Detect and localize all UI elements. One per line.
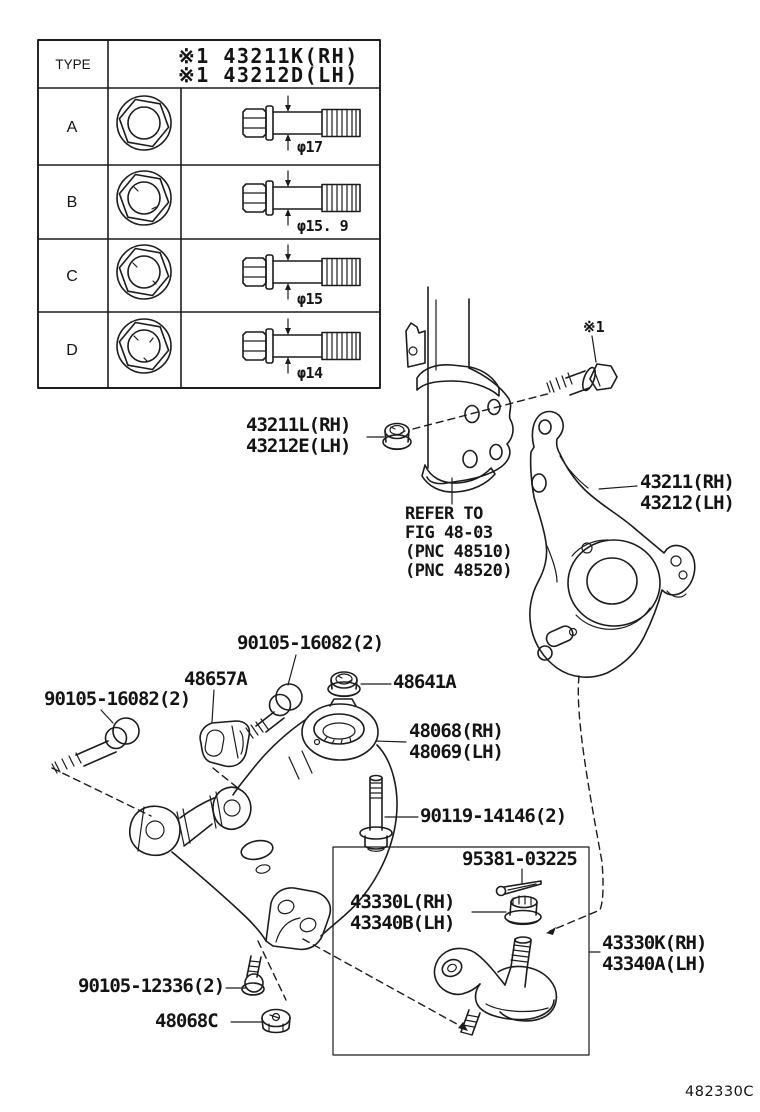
callout-arm-bolt[interactable]: 90119-14146(2)	[420, 805, 567, 827]
ref-text: (PNC 48510)	[405, 542, 513, 562]
callout-knuckle[interactable]: 43211(RH)43212(LH)	[640, 471, 735, 514]
callout-arm-nut-lower[interactable]: 48068C	[155, 1010, 219, 1032]
callout-cotter-pin[interactable]: 95381-03225	[462, 848, 578, 870]
assembly-dashed-lines	[51, 392, 604, 1031]
part-number: 43340B(LH)	[350, 912, 455, 934]
callout-stab-bolt[interactable]: 90105-12336(2)	[78, 975, 225, 997]
bolt-type-table: TYPE ※1 43211K(RH) ※1 43212D(LH) A B C D…	[37, 39, 381, 389]
hex-nut-front-icon	[116, 95, 172, 374]
steering-knuckle-drawing	[529, 410, 696, 678]
part-number: 43330K(RH)	[602, 932, 707, 954]
table-header-part-lh[interactable]: ※1 43212D(LH)	[178, 63, 359, 87]
part-number: 43211(RH)	[640, 471, 735, 493]
ball-joint-drawing	[433, 936, 558, 1036]
ref-text: REFER TO	[405, 504, 483, 524]
lower-arm-bolt-drawing	[51, 717, 140, 774]
drawing-code: 482330C	[685, 1084, 754, 1100]
castle-nut-drawing	[504, 895, 542, 926]
diameter-value-b: φ15. 9	[297, 217, 349, 235]
arm-vertical-bolt-drawing	[359, 774, 393, 852]
arm-flange-nut-drawing	[327, 671, 361, 698]
table-row-type-c: C	[66, 268, 78, 285]
stabilizer-bolt-drawing	[241, 955, 265, 996]
part-number: 43212E(LH)	[246, 435, 351, 457]
knuckle-stud-nut-drawing	[382, 422, 412, 451]
ref-text: (PNC 48520)	[405, 561, 513, 581]
table-row-type-d: D	[66, 342, 78, 359]
table-header-type: TYPE	[55, 57, 90, 72]
part-number: 48069(LH)	[409, 741, 504, 763]
arm-lower-nut-drawing	[261, 1008, 291, 1034]
callout-bolt-lower[interactable]: 90105-16082(2)	[44, 688, 191, 710]
callout-arm-nut[interactable]: 48641A	[393, 671, 457, 693]
part-number: 43340A(LH)	[602, 953, 707, 975]
knuckle-pinch-bolt-drawing	[546, 363, 618, 396]
part-number: 43212(LH)	[640, 492, 735, 514]
upper-arm-bolt-drawing	[245, 683, 303, 739]
part-number: 43211L(RH)	[246, 414, 351, 436]
ref-mark-note: ※1	[583, 318, 605, 336]
part-number: 43330L(RH)	[350, 891, 455, 913]
callout-leader-lines	[100, 335, 638, 1023]
ref-text: FIG 48-03	[405, 523, 493, 543]
lower-control-arm-drawing	[129, 698, 398, 951]
callout-camber-clamp[interactable]: 48657A	[184, 668, 248, 690]
callout-bolt-upper[interactable]: 90105-16082(2)	[237, 632, 384, 654]
shock-absorber-bracket-drawing	[405, 286, 514, 493]
part-number: 48068(RH)	[409, 720, 504, 742]
diameter-value-d: φ14	[297, 364, 323, 382]
ball-joint-assembly-box	[332, 846, 590, 1056]
diameter-value-a: φ17	[297, 138, 323, 156]
camber-clamp-drawing	[199, 720, 251, 768]
table-row-type-a: A	[67, 119, 78, 136]
callout-knuckle-stud-nut[interactable]: 43211L(RH)43212E(LH)	[246, 414, 351, 457]
callout-lower-arm[interactable]: 48068(RH)48069(LH)	[409, 720, 504, 763]
callout-castle-nut[interactable]: 43330L(RH)43340B(LH)	[350, 891, 455, 934]
table-row-type-b: B	[67, 194, 78, 211]
callout-ball-joint[interactable]: 43330K(RH)43340A(LH)	[602, 932, 707, 975]
diameter-value-c: φ15	[297, 290, 323, 308]
cotter-pin-drawing	[495, 880, 542, 897]
table-header-part-rh[interactable]: ※1 43211K(RH)	[178, 44, 359, 68]
